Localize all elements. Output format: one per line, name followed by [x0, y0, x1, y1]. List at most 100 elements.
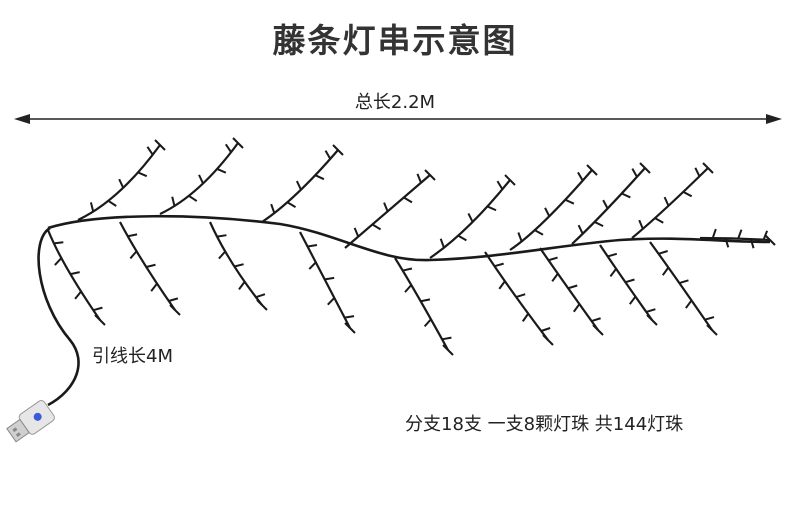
bulb-tick: [564, 198, 575, 205]
lead-wire-label: 引线长4M: [92, 346, 173, 367]
bulb-tick: [154, 139, 166, 151]
bulb-tick: [540, 327, 551, 332]
vine-branch: [509, 169, 593, 251]
bulb-tick: [216, 167, 227, 174]
bulb-tick: [216, 234, 227, 238]
vine-branch: [539, 247, 599, 331]
bulb-tick: [371, 223, 382, 231]
bulb-tick: [609, 268, 617, 277]
bulb-tick: [255, 293, 266, 299]
bulb-tick: [256, 299, 268, 311]
vine-branch: [484, 251, 549, 341]
bulb-tick: [658, 250, 668, 255]
bulb-tick: [621, 192, 631, 199]
bulb-tick: [70, 271, 80, 276]
bulb-tick: [631, 168, 638, 178]
bulb-tick: [295, 180, 302, 191]
bulb-tick: [515, 293, 526, 298]
bulb-tick: [53, 241, 64, 245]
bulb-tick: [344, 315, 355, 319]
bulb-tick: [327, 297, 336, 306]
spec-label: 分支18支 一支8颗灯珠 共144灯珠: [405, 414, 684, 435]
bulb-tick: [749, 238, 755, 249]
vine-branch: [394, 257, 449, 351]
bulb-tick: [534, 229, 544, 236]
bulb-tick: [704, 316, 715, 321]
bulb-tick: [402, 267, 413, 272]
bulb-tick: [150, 283, 158, 292]
bulb-tick: [711, 228, 717, 239]
vine-branch: [46, 229, 101, 321]
bulb-tick: [168, 297, 179, 302]
bulb-tick: [420, 298, 431, 303]
bulb-tick: [682, 190, 693, 198]
vine-branch: [208, 221, 263, 306]
bulb-tick: [594, 221, 604, 227]
bulb-tick: [639, 162, 651, 174]
bulb-tick: [645, 308, 656, 313]
bulb-tick: [486, 205, 497, 212]
bulb-tick: [353, 227, 360, 238]
bulb-tick: [661, 266, 670, 276]
bulb-tick: [308, 261, 317, 270]
bulb-tick: [416, 173, 422, 184]
vine-branch: [119, 221, 176, 311]
bulb-tick: [218, 250, 226, 260]
vine-branch: [299, 231, 351, 329]
bulb-tick: [542, 334, 554, 346]
bulb-tick: [424, 169, 436, 181]
vine-branch: [699, 236, 771, 242]
bulb-tick: [107, 199, 117, 207]
bulb-tick: [654, 217, 664, 224]
vine-branch: [344, 174, 431, 249]
bulb-tick: [625, 278, 635, 284]
bulb-tick: [238, 281, 246, 290]
bulb-tick: [737, 229, 743, 239]
bulb-tick: [724, 237, 730, 248]
bulb-tick: [638, 219, 644, 230]
bulb-tick: [188, 194, 198, 202]
bulb-tick: [602, 199, 609, 209]
bulb-tick: [344, 322, 356, 334]
bulb-tick: [551, 273, 559, 282]
bulb-tick: [706, 324, 718, 336]
vine-branch: [571, 167, 646, 245]
vine-branch: [429, 179, 511, 259]
bulb-tick: [521, 313, 530, 322]
bulb-tick: [702, 162, 714, 174]
bulb-tick: [74, 290, 82, 300]
vine-branch: [159, 142, 239, 215]
bulb-tick: [324, 150, 332, 160]
bulb-tick: [89, 202, 95, 212]
usb-plug: [6, 400, 55, 443]
bulb-tick: [567, 284, 578, 290]
bulb-tick: [146, 263, 156, 268]
vine-branch: [631, 167, 709, 239]
bulb-tick: [224, 143, 232, 153]
bulb-tick: [573, 303, 581, 313]
bulb-tick: [504, 174, 516, 186]
bulb-tick: [404, 284, 413, 293]
bulb-tick: [307, 243, 318, 248]
bulb-tick: [314, 174, 325, 181]
bulb-tick: [607, 252, 618, 258]
bulb-tick: [93, 306, 103, 312]
vine-branch: [261, 149, 339, 223]
bulb-tick: [457, 234, 467, 242]
bulb-tick: [548, 256, 558, 262]
vine-branch: [649, 241, 713, 331]
bulb-tick: [494, 262, 504, 268]
bulb-tick: [441, 336, 452, 341]
bulb-tick: [517, 232, 523, 242]
bulb-tick: [685, 299, 693, 309]
bulb-tick: [403, 196, 413, 204]
bulb-tick: [332, 144, 344, 156]
bulb-tick: [591, 317, 601, 323]
bulb-tick: [628, 295, 637, 305]
vine-branch: [77, 144, 161, 221]
bulb-tick: [137, 171, 148, 178]
bulb-tick: [663, 196, 670, 207]
bulb-tick: [171, 196, 176, 207]
bulb-tick: [577, 224, 584, 235]
